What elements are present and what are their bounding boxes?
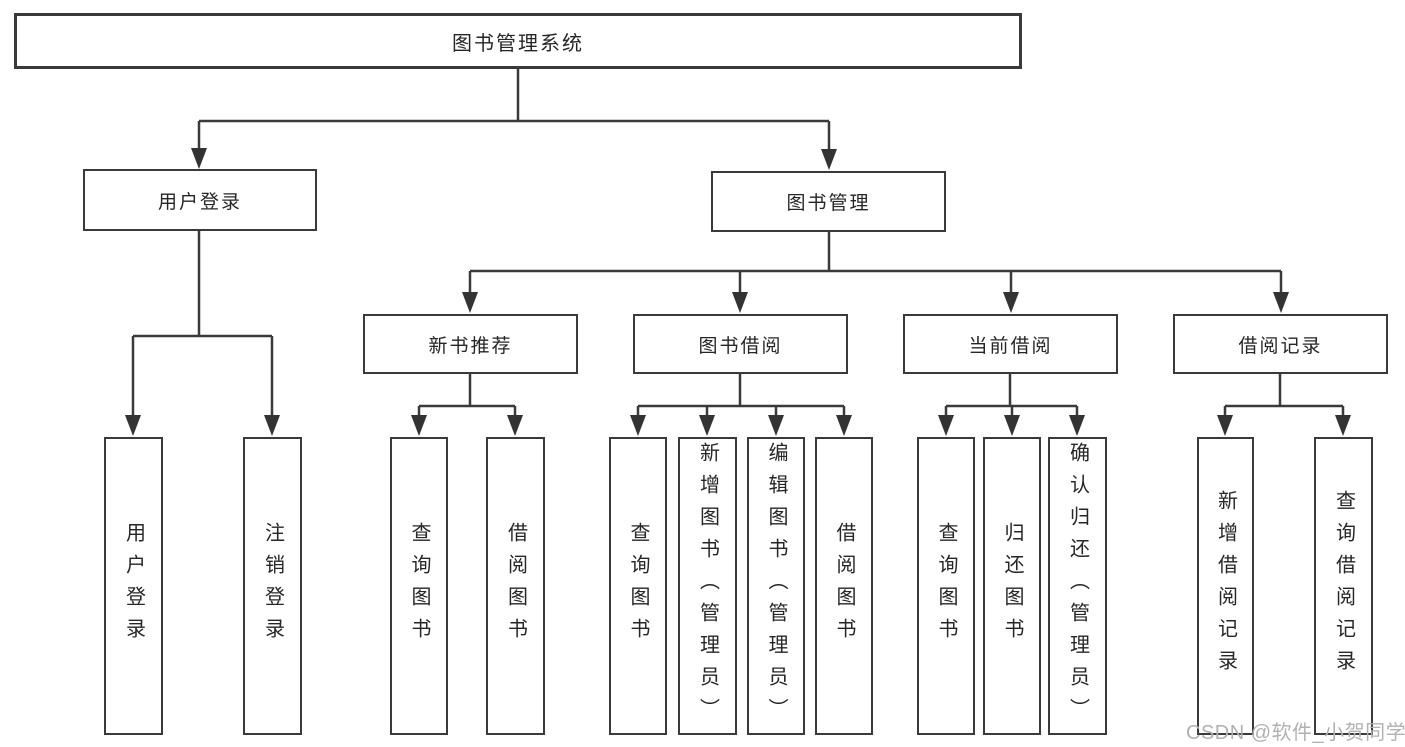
node-root-label: 图书管理系统 [452,32,584,55]
leaf-user-login-label: 用户登录 [122,522,145,650]
node-new-book-recommend-label: 新书推荐 [428,335,513,357]
leaf-query-books-recommend: 查询图书 [390,437,448,735]
node-borrow-records: 借阅记录 [1173,314,1388,374]
node-current-borrow-label: 当前借阅 [968,335,1053,357]
leaf-borrow-books-borrow: 借阅图书 [815,437,873,735]
node-borrow-records-label: 借阅记录 [1238,335,1323,357]
leaf-confirm-return-admin-label: 确认归还（管理员） [1066,442,1089,730]
connector-paths [131,68,1345,420]
node-book-management-label: 图书管理 [786,193,871,214]
leaf-query-books-current-label: 查询图书 [935,522,957,650]
leaf-add-book-admin-label: 新增图书（管理员） [696,442,719,730]
node-current-borrow: 当前借阅 [903,314,1118,374]
watermark: CSDN @软件_小贺同学 [1186,722,1405,744]
leaf-add-borrow-record: 新增借阅记录 [1197,437,1254,735]
leaf-user-login: 用户登录 [104,437,163,735]
leaf-edit-book-admin: 编辑图书（管理员） [747,437,805,735]
leaf-borrow-books-borrow-label: 借阅图书 [833,522,855,650]
arrowheads [125,148,1351,436]
leaf-borrow-books-recommend-label: 借阅图书 [504,522,527,650]
leaf-query-books-borrow-label: 查询图书 [627,522,649,650]
leaf-query-books-current: 查询图书 [917,437,975,735]
leaf-query-books-recommend-label: 查询图书 [408,522,430,650]
node-user-login: 用户登录 [83,169,317,231]
leaf-return-books: 归还图书 [983,437,1041,735]
node-book-borrow-label: 图书借阅 [698,335,783,357]
node-book-management: 图书管理 [711,171,946,232]
node-user-login-label: 用户登录 [157,191,242,213]
leaf-edit-book-admin-label: 编辑图书（管理员） [765,442,787,730]
leaf-logout-login: 注销登录 [243,437,302,735]
leaf-query-books-borrow: 查询图书 [609,437,667,735]
leaf-add-borrow-record-label: 新增借阅记录 [1214,490,1237,682]
leaf-query-borrow-record: 查询借阅记录 [1314,437,1373,735]
node-new-book-recommend: 新书推荐 [363,314,578,374]
leaf-borrow-books-recommend: 借阅图书 [486,437,545,735]
leaf-logout-login-label: 注销登录 [261,522,284,650]
leaf-add-book-admin: 新增图书（管理员） [678,437,737,735]
leaf-return-books-label: 归还图书 [1001,522,1023,650]
node-book-borrow: 图书借阅 [633,314,848,374]
leaf-query-borrow-record-label: 查询借阅记录 [1332,490,1355,682]
leaf-confirm-return-admin: 确认归还（管理员） [1048,437,1107,735]
node-root: 图书管理系统 [14,13,1022,69]
